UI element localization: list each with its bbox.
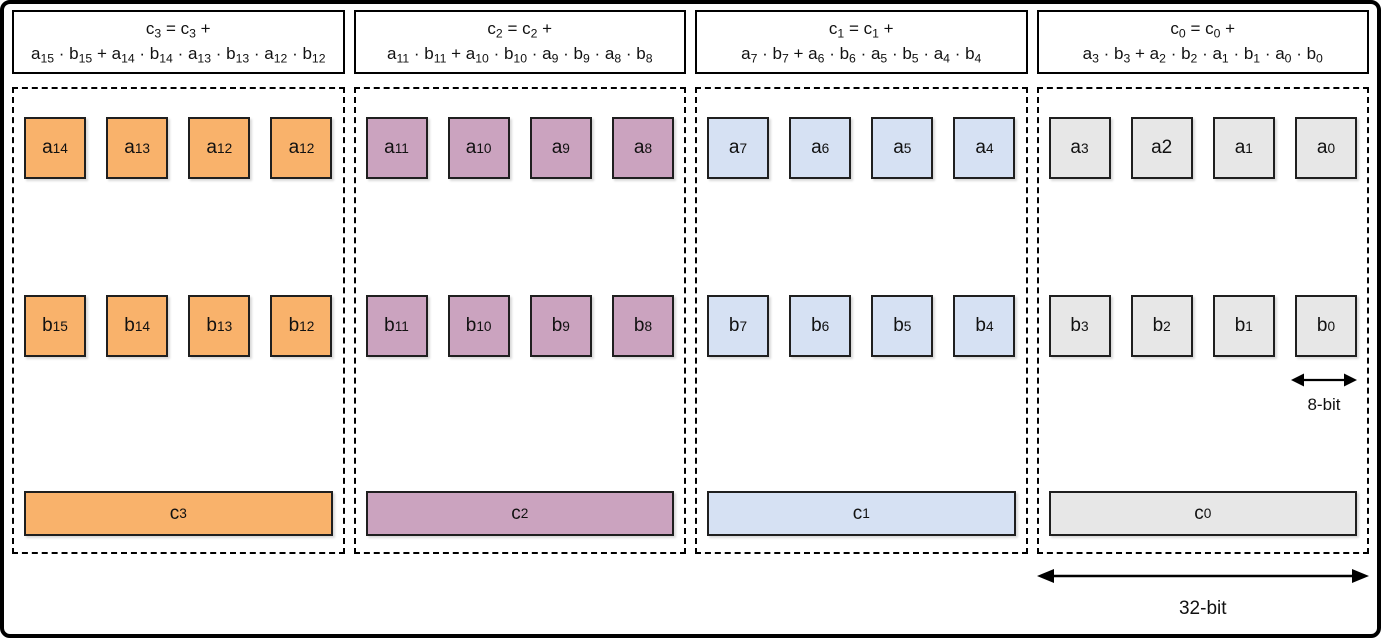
equation-header-c0: c0 = c0 + a3 · b3 + a2 · b2 · a1 · b1 · … — [1036, 10, 1369, 74]
footer-row: 32-bit — [12, 567, 1369, 620]
bit32-annotation: 32-bit — [1036, 567, 1370, 620]
double-arrow-8bit-icon — [1291, 373, 1357, 387]
operand-box-a: a2 — [1130, 117, 1193, 179]
bit32-label: 32-bit — [1178, 598, 1227, 619]
equation-line2: a11 · b11 + a10 · b10 · a9 · b9 · a8 · b… — [386, 43, 653, 65]
equation-line1: c0 = c0 + — [1170, 19, 1236, 41]
equation-line1: c2 = c2 + — [487, 19, 553, 41]
equation-header-c1: c1 = c1 + a7 · b7 + a6 · b6 · a5 · b5 · … — [695, 10, 1028, 74]
equation-line2: a15 · b15 + a14 · b14 · a13 · b13 · a12 … — [30, 43, 326, 65]
equation-line2: a3 · b3 + a2 · b2 · a1 · b1 · a0 · b0 — [1082, 43, 1323, 65]
bit8-label: 8-bit — [1307, 395, 1341, 414]
double-arrow-32bit-icon — [1036, 569, 1369, 583]
bit8-annotation: 8-bit — [1291, 372, 1357, 415]
equation-header-c3: c3 = c3 + a15 · b15 + a14 · b14 · a13 · … — [12, 10, 345, 74]
equation-line1: c1 = c1 + — [828, 19, 894, 41]
equation-line2: a7 · b7 + a6 · b6 · a5 · b5 · a4 · b4 — [741, 43, 982, 65]
equation-header-row: c3 = c3 + a15 · b15 + a14 · b14 · a13 · … — [12, 10, 1369, 74]
equation-header-c2: c2 = c2 + a11 · b11 + a10 · b10 · a9 · b… — [353, 10, 686, 74]
equation-line1: c3 = c3 + — [145, 19, 211, 41]
